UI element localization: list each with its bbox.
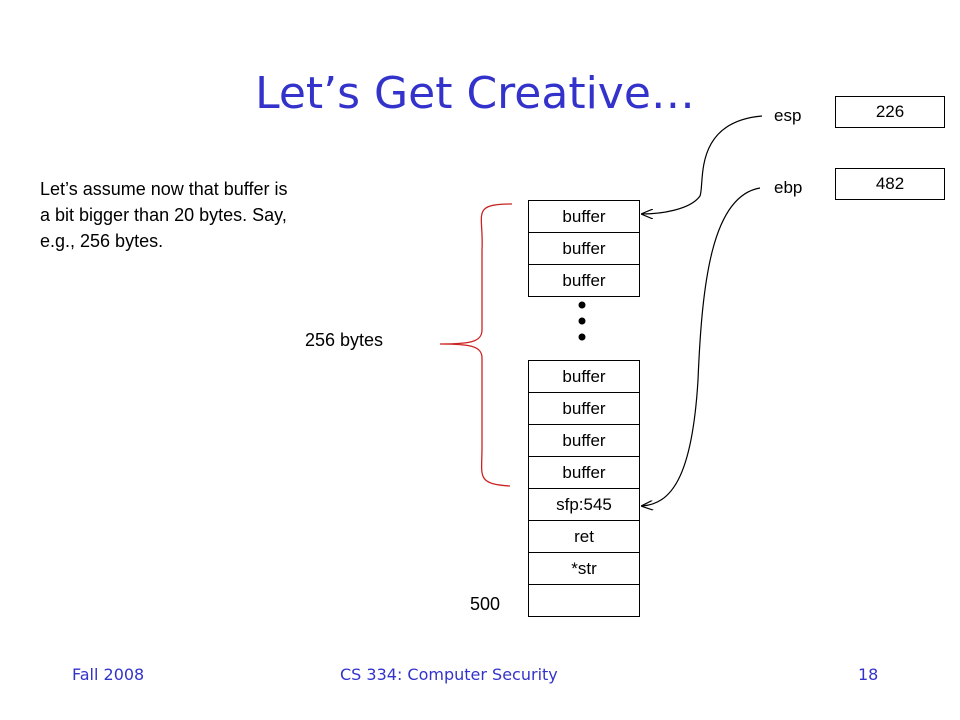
stack-address-label: 500 (470, 594, 501, 614)
stack-cell-buffer: buffer (528, 200, 640, 233)
stack-cell-ret: ret (528, 520, 640, 553)
stack-cell-sfp: sfp:545 (528, 488, 640, 521)
ebp-register-box: 482 (835, 168, 945, 200)
footer-date: Fall 2008 (72, 665, 145, 684)
esp-label: esp (774, 106, 802, 125)
brace-bracket (439, 203, 513, 487)
esp-pointer-arrow (642, 115, 763, 214)
stack-cell-buffer: buffer (528, 456, 640, 489)
stack-cell-buffer: buffer (528, 424, 640, 457)
footer-page-number: 18 (858, 665, 879, 684)
stack-cell-str: *str (528, 552, 640, 585)
footer-course: CS 334: Computer Security (340, 665, 558, 684)
ebp-label: ebp (774, 178, 803, 197)
ellipsis-dot (578, 317, 586, 325)
ellipsis-dot (578, 301, 586, 309)
stack-cell-empty (528, 584, 640, 617)
slide-title: Let’s Get Creative… (255, 68, 695, 119)
stack-cell-buffer: buffer (528, 264, 640, 297)
body-text: Let’s assume now that buffer is a bit bi… (40, 179, 288, 251)
esp-register-box: 226 (835, 96, 945, 128)
stack-cell-buffer: buffer (528, 232, 640, 265)
ellipsis-dot (578, 333, 586, 341)
brace-size-label: 256 bytes (305, 330, 384, 350)
ebp-pointer-arrow (642, 187, 761, 506)
stack-cell-buffer: buffer (528, 392, 640, 425)
